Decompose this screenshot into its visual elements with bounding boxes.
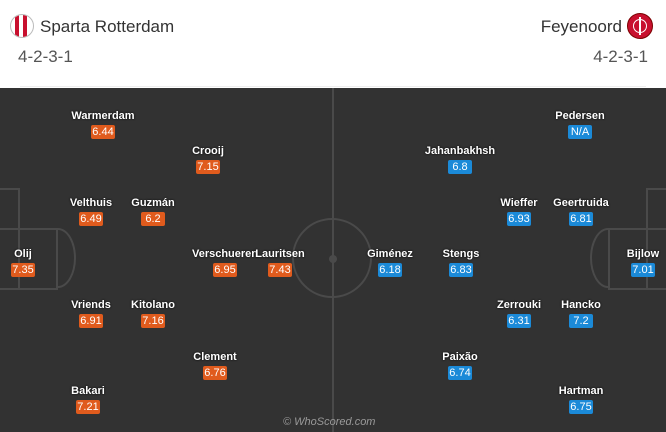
- away-player-pedersen[interactable]: Pedersen N/A: [535, 110, 625, 140]
- player-name: Bakari: [71, 385, 105, 397]
- whoscored-watermark: © WhoScored.com: [283, 416, 376, 428]
- player-name: Bijlow: [626, 248, 660, 260]
- player-rating-badge: 7.16: [141, 314, 165, 328]
- player-name: Clement: [193, 351, 237, 363]
- player-rating-badge: 7.43: [268, 263, 292, 277]
- away-player-hancko[interactable]: Hancko 7.2: [536, 299, 626, 329]
- player-name: Stengs: [442, 248, 480, 260]
- player-name: Olij: [14, 248, 32, 260]
- home-player-verschueren[interactable]: Verschueren 6.95: [180, 248, 270, 278]
- player-rating-badge: N/A: [568, 125, 592, 139]
- away-player-hartman[interactable]: Hartman 6.75: [536, 385, 626, 415]
- feyenoord-crest-icon: [627, 13, 653, 39]
- home-player-olij[interactable]: Olij 7.35: [0, 248, 68, 278]
- away-player-paixao[interactable]: Paixão 6.74: [415, 351, 505, 381]
- player-name: Kitolano: [131, 299, 175, 311]
- home-player-kitolano[interactable]: Kitolano 7.16: [108, 299, 198, 329]
- player-name: Paixão: [442, 351, 478, 363]
- away-player-bijlow[interactable]: Bijlow 7.01: [598, 248, 666, 278]
- away-formation: 4-2-3-1: [593, 47, 648, 66]
- player-name: Warmerdam: [71, 110, 135, 122]
- sparta-crest-icon: [10, 14, 34, 38]
- player-name: Crooij: [192, 145, 224, 157]
- center-circle: [292, 218, 372, 298]
- player-rating-badge: 6.81: [569, 212, 593, 226]
- home-player-warmerdam[interactable]: Warmerdam 6.44: [58, 110, 148, 140]
- home-player-clement[interactable]: Clement 6.76: [170, 351, 260, 381]
- player-rating-badge: 6.31: [507, 314, 531, 328]
- player-rating-badge: 6.2: [141, 212, 165, 226]
- player-name: Wieffer: [500, 197, 538, 209]
- player-name: Geertruida: [553, 197, 609, 209]
- player-rating-badge: 6.74: [448, 366, 472, 380]
- home-player-velthuis[interactable]: Velthuis 6.49: [46, 197, 136, 227]
- player-rating-badge: 7.2: [569, 314, 593, 328]
- away-player-gimenez[interactable]: Giménez 6.18: [345, 248, 435, 278]
- player-rating-badge: 6.49: [79, 212, 103, 226]
- player-rating-badge: 6.83: [449, 263, 473, 277]
- player-rating-badge: 6.76: [203, 366, 227, 380]
- away-player-stengs[interactable]: Stengs 6.83: [416, 248, 506, 278]
- away-player-geertruida[interactable]: Geertruida 6.81: [536, 197, 626, 227]
- match-header: Sparta Rotterdam 4-2-3-1 Feyenoord 4-2-3…: [0, 0, 666, 88]
- player-rating-badge: 6.75: [569, 400, 593, 414]
- player-rating-badge: 6.93: [507, 212, 531, 226]
- home-player-guzman[interactable]: Guzmán 6.2: [108, 197, 198, 227]
- player-name: Velthuis: [69, 197, 113, 209]
- home-player-crooij[interactable]: Crooij 7.15: [163, 145, 253, 175]
- away-player-wieffer[interactable]: Wieffer 6.93: [474, 197, 564, 227]
- player-rating-badge: 6.18: [378, 263, 402, 277]
- home-player-vriends[interactable]: Vriends 6.91: [46, 299, 136, 329]
- pitch: [0, 88, 666, 432]
- player-name: Vriends: [71, 299, 111, 311]
- player-rating-badge: 7.01: [631, 263, 655, 277]
- player-name: Pedersen: [555, 110, 605, 122]
- home-player-bakari[interactable]: Bakari 7.21: [43, 385, 133, 415]
- player-rating-badge: 6.44: [91, 125, 115, 139]
- player-name: Guzmán: [131, 197, 175, 209]
- player-rating-badge: 6.95: [213, 263, 237, 277]
- away-penalty-box: [608, 228, 666, 290]
- away-player-zerrouki[interactable]: Zerrouki 6.31: [474, 299, 564, 329]
- header-divider: [20, 86, 646, 87]
- player-name: Jahanbakhsh: [424, 145, 496, 157]
- player-rating-badge: 7.15: [196, 160, 220, 174]
- player-rating-badge: 7.21: [76, 400, 100, 414]
- home-team-name[interactable]: Sparta Rotterdam: [40, 17, 175, 36]
- player-rating-badge: 6.8: [448, 160, 472, 174]
- home-formation: 4-2-3-1: [18, 47, 73, 66]
- player-name: Lauritsen: [255, 248, 305, 260]
- player-name: Giménez: [367, 248, 413, 260]
- home-player-lauritsen[interactable]: Lauritsen 7.43: [235, 248, 325, 278]
- player-rating-badge: 6.91: [79, 314, 103, 328]
- player-name: Verschueren: [191, 248, 259, 260]
- away-team-name[interactable]: Feyenoord: [540, 17, 622, 36]
- home-penalty-box: [0, 228, 58, 290]
- center-spot: [329, 255, 337, 263]
- player-name: Zerrouki: [496, 299, 541, 311]
- player-rating-badge: 7.35: [11, 263, 35, 277]
- player-name: Hancko: [561, 299, 601, 311]
- away-player-jahanbakhsh[interactable]: Jahanbakhsh 6.8: [415, 145, 505, 175]
- player-name: Hartman: [558, 385, 604, 397]
